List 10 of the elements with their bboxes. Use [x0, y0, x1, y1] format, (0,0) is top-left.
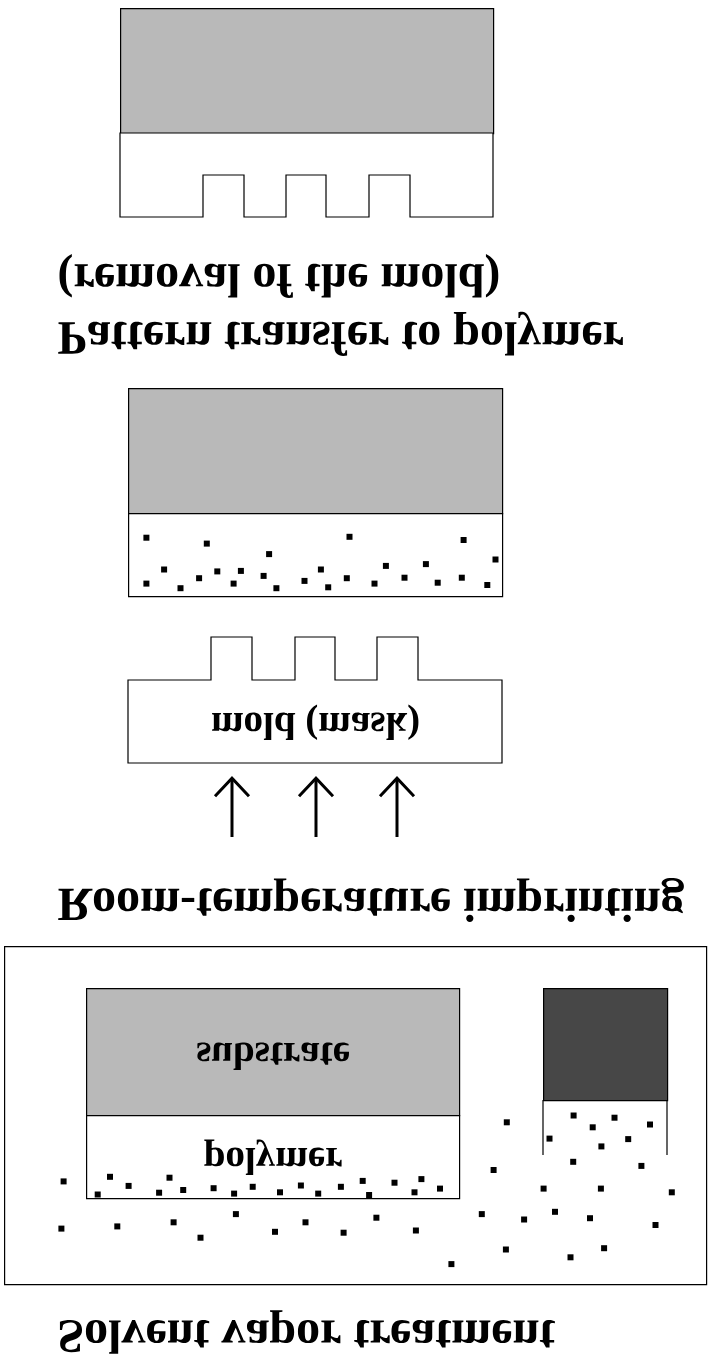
substrate-layer	[120, 8, 495, 135]
polymer-layer: polymer	[86, 1115, 461, 1200]
patterned-layer	[119, 132, 494, 218]
substrate-layer: substrate	[86, 988, 461, 1117]
substrate-layer	[128, 388, 504, 515]
mold-block: mold (mask)	[127, 636, 503, 764]
solvent-container	[542, 988, 669, 1156]
step-heading: Solvent vapor treatment	[59, 1310, 555, 1354]
step-heading: Room-temperature imprinting	[58, 878, 684, 922]
polymer-layer	[128, 513, 504, 598]
